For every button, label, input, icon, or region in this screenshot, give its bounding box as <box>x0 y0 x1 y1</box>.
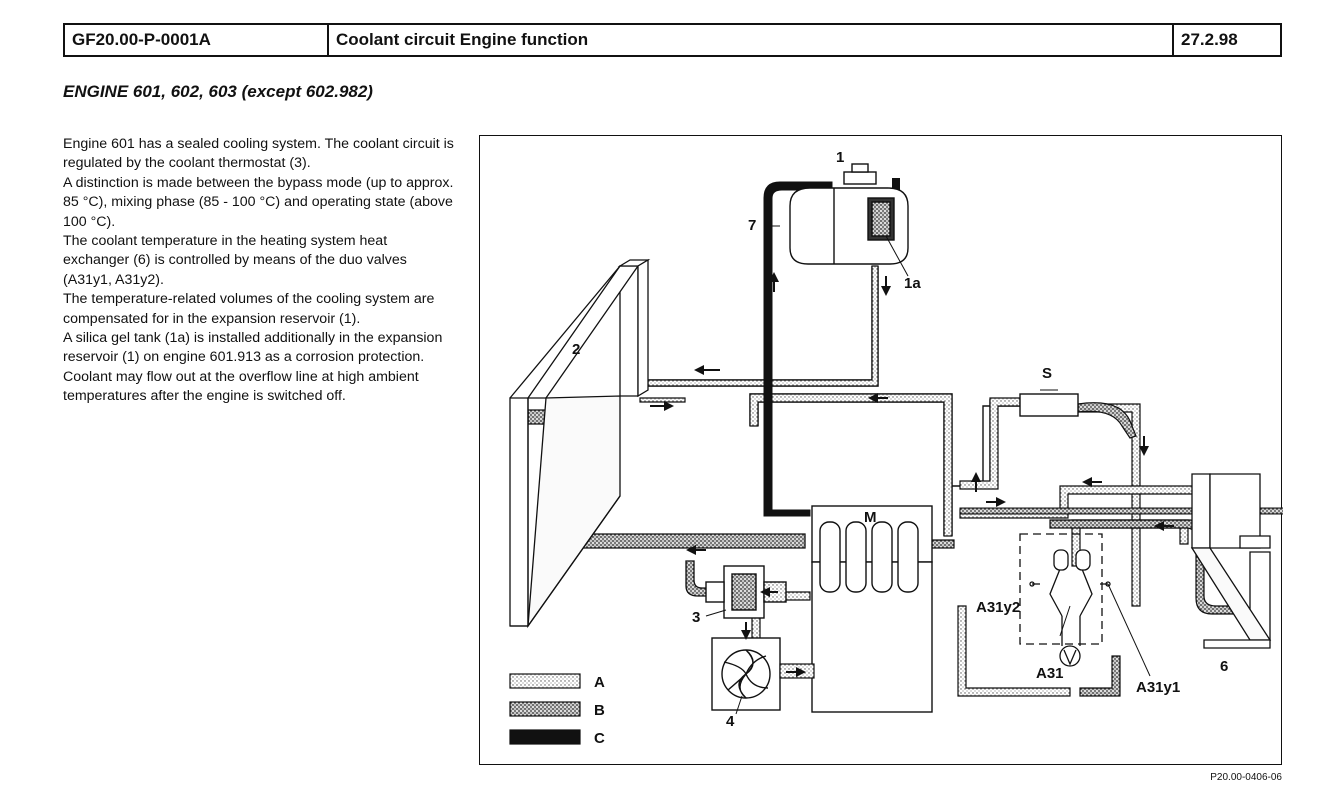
header-table: GF20.00-P-0001A Coolant circuit Engine f… <box>63 23 1282 57</box>
label-a31y1: A31y1 <box>1136 679 1180 696</box>
leader-a31 <box>1059 605 1071 637</box>
legend-swatch-c <box>509 729 581 745</box>
legend-label-a: A <box>594 674 605 691</box>
legend <box>509 673 581 745</box>
label-1a: 1a <box>904 275 921 292</box>
legend-swatch-a <box>509 673 581 689</box>
label-7: 7 <box>748 217 756 234</box>
paragraph: The coolant temperature in the heating s… <box>63 233 407 288</box>
label-6: 6 <box>1220 658 1228 675</box>
leader-a31y1 <box>1107 583 1151 677</box>
label-3: 3 <box>692 609 700 626</box>
leader-1a <box>885 235 909 277</box>
legend-swatch-b <box>509 701 581 717</box>
pipe-a-loop <box>749 393 953 537</box>
thermostat-3 <box>705 565 787 619</box>
water-pump-4 <box>711 637 781 711</box>
heat-exchanger-6 <box>1190 473 1272 649</box>
paragraph: A silica gel tank (1a) is installed addi… <box>63 330 443 366</box>
paragraph: Coolant may flow out at the overflow lin… <box>63 368 419 405</box>
label-4: 4 <box>726 713 735 730</box>
pipe-a-radiator-mid <box>639 397 686 403</box>
pipe-a-to-s <box>959 397 1021 490</box>
label-2: 2 <box>572 341 580 358</box>
body-text: Engine 601 has a sealed cooling system. … <box>63 135 455 407</box>
label-m: M <box>864 509 877 526</box>
flow-arrows <box>650 272 1174 677</box>
section-subtitle: ENGINE 601, 602, 603 (except 602.982) <box>63 82 373 101</box>
coolant-circuit-diagram: A B C 1 1a 2 3 4 6 7 M S A31 A31y1 A31y2 <box>479 135 1283 765</box>
document-code: GF20.00-P-0001A <box>65 25 329 55</box>
heater-valve-s <box>1019 393 1079 417</box>
engine-block-m <box>811 505 933 713</box>
pipe-c-overflow <box>763 181 833 517</box>
duo-valve-a31 <box>1019 533 1111 667</box>
pipe-a-top <box>647 265 879 387</box>
leader-3 <box>705 609 727 617</box>
legend-label-c: C <box>594 730 605 747</box>
paragraph: A distinction is made between the bypass… <box>63 174 454 230</box>
expansion-reservoir-1 <box>789 163 909 265</box>
paragraph: Engine 601 has a sealed cooling system. … <box>63 136 454 172</box>
pipe-a-bottom-return <box>957 605 1071 697</box>
paragraph: The temperature-related volumes of the c… <box>63 291 435 327</box>
legend-label-b: B <box>594 702 605 719</box>
leader-4 <box>735 695 743 715</box>
label-s: S <box>1042 365 1052 382</box>
radiator-2 <box>509 258 651 629</box>
label-1: 1 <box>836 149 844 166</box>
document-date: 27.2.98 <box>1181 30 1238 49</box>
pipe-b-valve-bottom <box>1079 655 1121 697</box>
label-a31: A31 <box>1036 665 1064 682</box>
pipe-b-s-right <box>1077 402 1137 439</box>
document-title: Coolant circuit Engine function <box>329 25 1174 55</box>
label-a31y2: A31y2 <box>976 599 1020 616</box>
figure-reference: P20.00-0406-06 <box>1210 772 1282 783</box>
